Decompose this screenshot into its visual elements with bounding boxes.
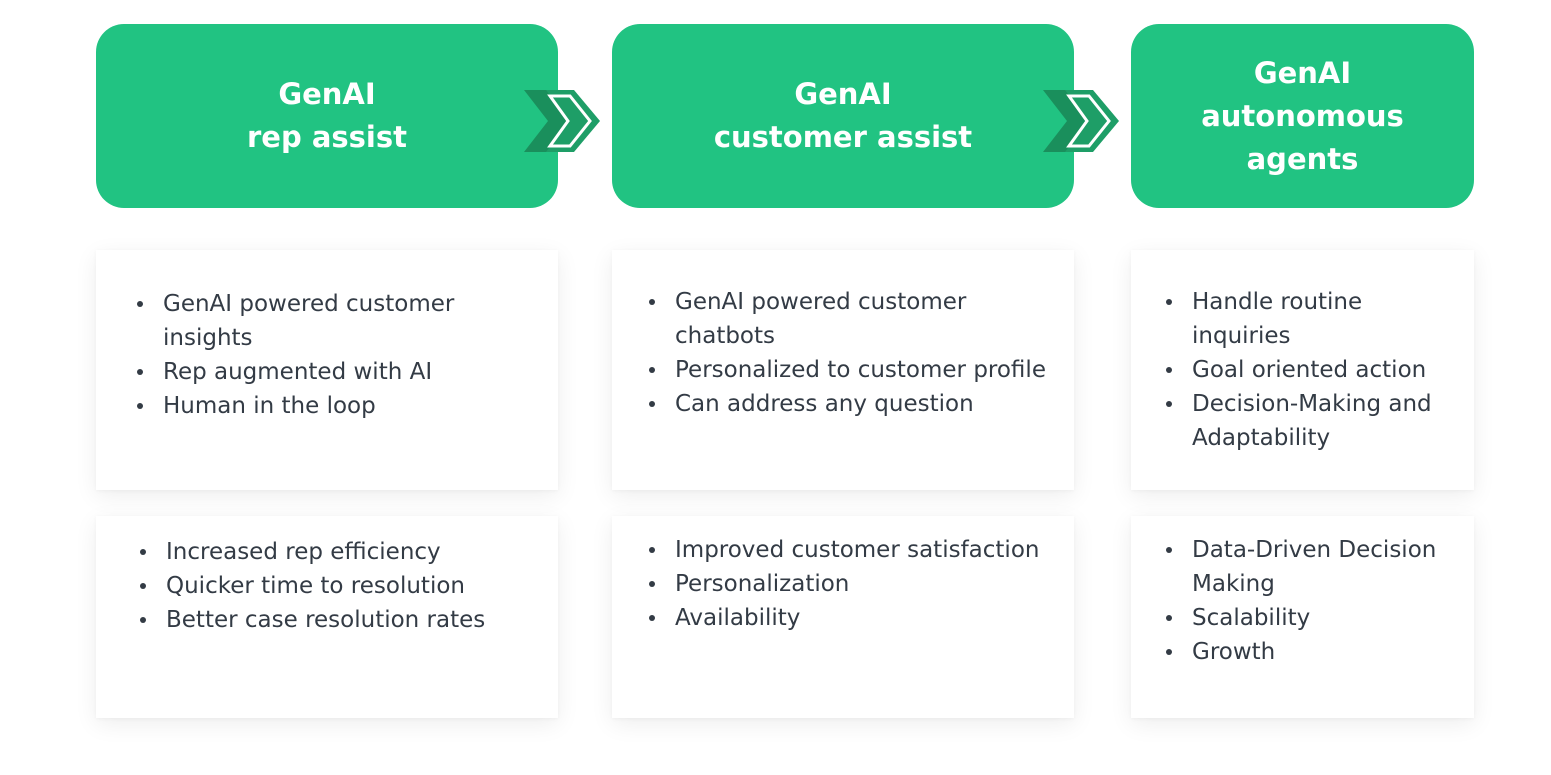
benefits-card-rep-assist: Increased rep efficiency Quicker time to… <box>96 516 558 718</box>
benefits-list: Improved customer satisfaction Personali… <box>649 533 1039 635</box>
list-item-text: Better case resolution rates <box>166 607 486 633</box>
list-item-text: Availability <box>675 605 801 631</box>
features-list: GenAI powered customer chatbots Personal… <box>649 285 1046 421</box>
benefits-card-autonomous-agents: Data-Driven Decision Making Scalability … <box>1131 516 1474 718</box>
list-item-text: Increased rep efficiency <box>166 539 441 565</box>
list-item-text: Personalization <box>675 571 850 597</box>
list-item: Personalized to customer profile <box>649 353 1046 387</box>
stage-title: GenAI rep assist <box>247 73 407 159</box>
list-item: Can address any question <box>649 387 1046 421</box>
list-item: Goal oriented action <box>1166 353 1432 387</box>
list-item: Human in the loop <box>137 389 454 423</box>
stage-header-autonomous-agents: GenAI autonomous agents <box>1131 24 1474 208</box>
benefits-card-customer-assist: Improved customer satisfaction Personali… <box>612 516 1074 718</box>
features-card-customer-assist: GenAI powered customer chatbots Personal… <box>612 250 1074 490</box>
stage-title-line: customer assist <box>713 120 973 154</box>
stage-title-line: GenAI <box>278 77 376 111</box>
benefits-list: Increased rep efficiency Quicker time to… <box>140 535 485 637</box>
stage-title-line: autonomous <box>1201 98 1404 133</box>
list-item-text: Scalability <box>1192 605 1311 631</box>
list-item-text: GenAI powered customer <box>675 289 967 315</box>
list-item: Data-Driven Decision Making <box>1166 533 1436 601</box>
stage-title-line: rep assist <box>247 120 407 154</box>
list-item-text: insights <box>163 325 253 351</box>
features-card-autonomous-agents: Handle routine inquiries Goal oriented a… <box>1131 250 1474 490</box>
benefits-list: Data-Driven Decision Making Scalability … <box>1166 533 1436 669</box>
list-item-text: GenAI powered customer <box>163 291 455 317</box>
list-item: GenAI powered customer insights <box>137 287 454 355</box>
stage-title-line: GenAI <box>794 77 892 111</box>
list-item: Rep augmented with AI <box>137 355 454 389</box>
list-item: Improved customer satisfaction <box>649 533 1039 567</box>
list-item: Growth <box>1166 635 1436 669</box>
list-item-text: Adaptability <box>1192 425 1331 451</box>
features-list: Handle routine inquiries Goal oriented a… <box>1166 285 1432 455</box>
list-item-text: Data-Driven Decision <box>1192 537 1437 563</box>
list-item: Decision-Making and Adaptability <box>1166 387 1432 455</box>
list-item-text: Quicker time to resolution <box>166 573 465 599</box>
stage-title: GenAI customer assist <box>714 73 972 159</box>
list-item-text: Rep augmented with AI <box>163 359 433 385</box>
list-item: Availability <box>649 601 1039 635</box>
list-item-text: Handle routine <box>1192 289 1363 315</box>
features-list: GenAI powered customer insights Rep augm… <box>137 287 454 423</box>
list-item-text: Making <box>1192 571 1275 597</box>
list-item-text: Improved customer satisfaction <box>675 537 1040 563</box>
list-item-text: Personalized to customer profile <box>675 357 1046 383</box>
features-card-rep-assist: GenAI powered customer insights Rep augm… <box>96 250 558 490</box>
list-item-text: inquiries <box>1192 323 1291 349</box>
list-item-text: Human in the loop <box>163 393 376 419</box>
list-item: Handle routine inquiries <box>1166 285 1432 353</box>
list-item: Increased rep efficiency <box>140 535 485 569</box>
list-item: GenAI powered customer chatbots <box>649 285 1046 353</box>
stage-title-line: GenAI <box>1253 55 1352 90</box>
list-item-text: Decision-Making and <box>1192 391 1432 417</box>
stage-header-rep-assist: GenAI rep assist <box>96 24 558 208</box>
list-item: Quicker time to resolution <box>140 569 485 603</box>
list-item-text: Goal oriented action <box>1192 357 1427 383</box>
list-item-text: Growth <box>1192 639 1276 665</box>
list-item: Better case resolution rates <box>140 603 485 637</box>
double-chevron-right-icon <box>524 90 600 152</box>
list-item-text: Can address any question <box>675 391 974 417</box>
stage-title: GenAI autonomous agents <box>1201 52 1404 181</box>
list-item: Scalability <box>1166 601 1436 635</box>
stage-header-customer-assist: GenAI customer assist <box>612 24 1074 208</box>
double-chevron-right-icon <box>1043 90 1119 152</box>
list-item: Personalization <box>649 567 1039 601</box>
stage-title-line: agents <box>1246 141 1359 176</box>
list-item-text: chatbots <box>675 323 776 349</box>
